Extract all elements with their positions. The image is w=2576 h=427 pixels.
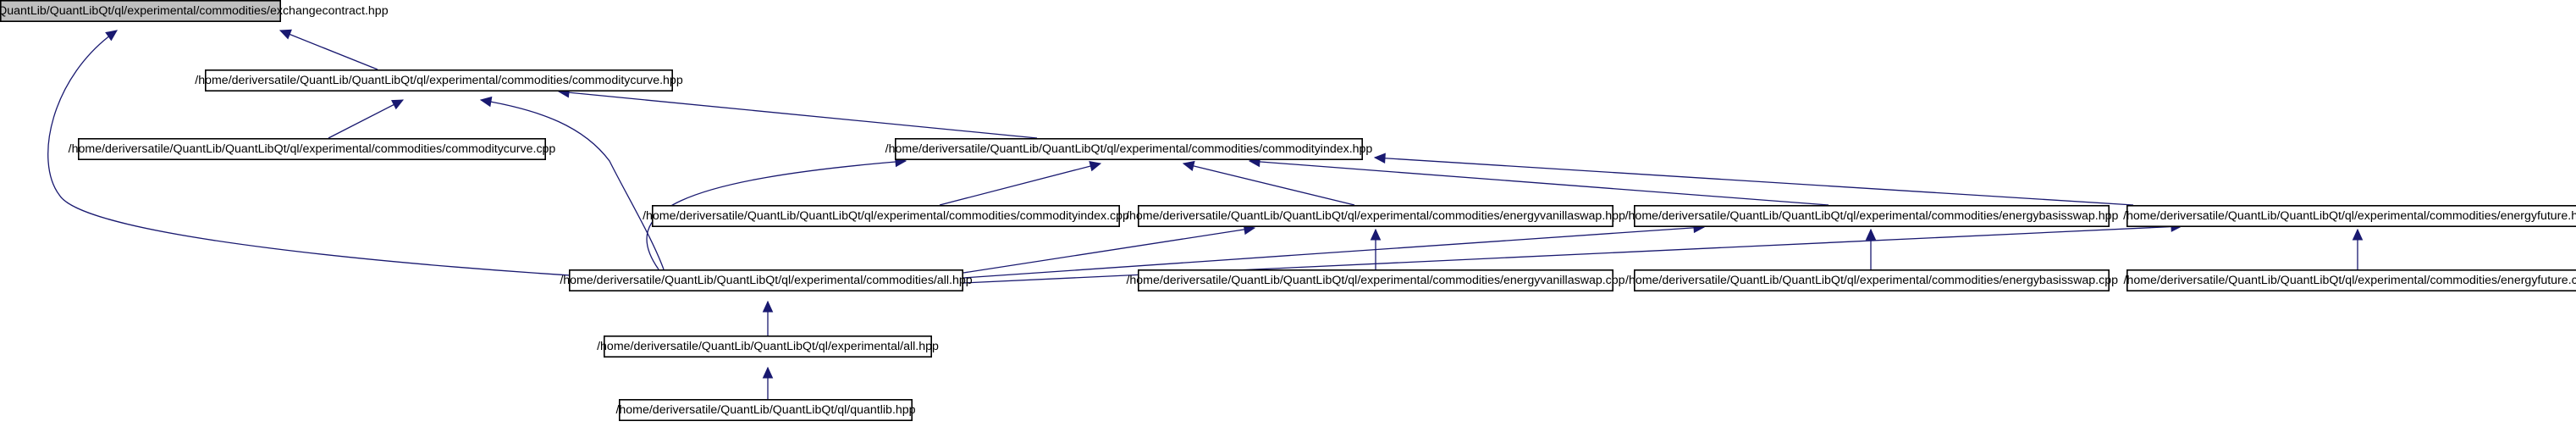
node-label: /home/deriversatile/QuantLib/QuantLibQt/… — [2123, 209, 2576, 223]
edge-energyfuture_hpp-to-commodityindex_hpp — [1373, 152, 2134, 206]
edge-line — [1183, 163, 1355, 206]
node-label: /home/deriversatile/QuantLib/QuantLibQt/… — [69, 142, 556, 156]
edge-line — [1374, 157, 2134, 206]
arrowhead — [762, 300, 774, 313]
node-label: /home/deriversatile/QuantLib/QuantLibQt/… — [1126, 209, 1625, 223]
node-label: /home/deriversatile/QuantLib/QuantLibQt/… — [597, 340, 939, 353]
arrowhead — [2352, 228, 2364, 241]
node-label: /home/deriversatile/QuantLib/QuantLibQt/… — [560, 274, 972, 287]
node-label: /home/deriversatile/QuantLib/QuantLibQt/… — [885, 142, 1373, 156]
node-box[interactable] — [651, 205, 1121, 228]
node-label: /home/deriversatile/QuantLib/QuantLibQt/… — [1126, 274, 1624, 287]
node-energyfuture-cpp[interactable]: /home/deriversatile/QuantLib/QuantLibQt/… — [2123, 269, 2576, 291]
edge-line — [963, 226, 1705, 279]
arrowhead — [1089, 161, 1102, 172]
arrowhead — [1182, 160, 1195, 172]
node-experimental-all-hpp[interactable]: /home/deriversatile/QuantLib/QuantLibQt/… — [597, 335, 939, 358]
edge-line — [1249, 160, 1829, 206]
node-energyvanillaswap-cpp[interactable]: /home/deriversatile/QuantLib/QuantLibQt/… — [1126, 269, 1625, 291]
edge-quantlib_hpp-to-experimental_all_hpp — [762, 366, 774, 399]
node-commodityindex-cpp[interactable]: /home/deriversatile/QuantLib/QuantLibQt/… — [643, 205, 1129, 228]
arrowhead — [391, 99, 405, 110]
arrowhead — [105, 30, 118, 42]
node-box[interactable] — [78, 138, 547, 161]
node-box[interactable] — [1634, 269, 2110, 291]
edge-commodities_all_hpp-to-energyvanillaswap_hpp — [963, 224, 1256, 274]
edge-line — [963, 227, 1255, 274]
node-box[interactable] — [618, 398, 913, 421]
arrowhead — [762, 366, 774, 379]
edge-line — [558, 91, 1038, 139]
edge-layer — [47, 29, 2364, 399]
edge-commoditycurve_hpp-to-exchangecontract_hpp — [279, 29, 378, 70]
node-energyvanillaswap-hpp[interactable]: /home/deriversatile/QuantLib/QuantLibQt/… — [1126, 205, 1625, 228]
arrowhead — [1373, 152, 1386, 164]
arrowhead — [279, 29, 292, 40]
node-box[interactable] — [603, 335, 932, 358]
arrowhead — [1865, 228, 1877, 241]
node-box[interactable] — [205, 69, 674, 92]
node-box[interactable] — [2126, 269, 2576, 291]
node-label: /home/deriversatile/QuantLib/QuantLibQt/… — [615, 403, 915, 417]
node-label: /home/deriversatile/QuantLib/QuantLibQt/… — [1625, 274, 2118, 287]
node-box[interactable] — [0, 0, 281, 22]
node-box[interactable] — [1138, 269, 1614, 291]
edge-energyvanillaswap_hpp-to-commodityindex_hpp — [1182, 160, 1355, 206]
edge-line — [328, 99, 404, 139]
edge-line — [47, 30, 643, 280]
arrowhead — [479, 96, 493, 108]
node-label: /home/deriversatile/QuantLib/QuantLibQt/… — [0, 4, 389, 18]
node-energybasisswap-hpp[interactable]: /home/deriversatile/QuantLib/QuantLibQt/… — [1625, 205, 2119, 228]
edge-energyfuture_cpp-to-energyfuture_hpp — [2352, 228, 2364, 269]
node-label: /home/deriversatile/QuantLib/QuantLibQt/… — [643, 209, 1129, 223]
edge-energybasisswap_cpp-to-energybasisswap_hpp — [1865, 228, 1877, 269]
edge-experimental_all_hpp-to-commodities_all_hpp — [762, 300, 774, 336]
node-commodities-all-hpp[interactable]: /home/deriversatile/QuantLib/QuantLibQt/… — [560, 269, 973, 291]
edge-commodities_all_hpp-to-exchangecontract_hpp — [47, 30, 643, 280]
edge-commodityindex_cpp-to-commodityindex_hpp — [939, 161, 1102, 206]
node-quantlib-hpp[interactable]: /home/deriversatile/QuantLib/QuantLibQt/… — [615, 398, 916, 421]
node-box[interactable] — [568, 269, 963, 291]
node-label: /home/deriversatile/QuantLib/QuantLibQt/… — [195, 74, 683, 87]
node-box[interactable] — [895, 138, 1364, 161]
node-label: /home/deriversatile/QuantLib/QuantLibQt/… — [2123, 274, 2576, 287]
edge-commoditycurve_cpp-to-commoditycurve_hpp — [328, 99, 405, 139]
node-exchangecontract-hpp[interactable]: /home/deriversatile/QuantLib/QuantLibQt/… — [0, 0, 389, 22]
node-commoditycurve-hpp[interactable]: /home/deriversatile/QuantLib/QuantLibQt/… — [195, 69, 683, 92]
edge-line — [646, 160, 907, 270]
edge-commodities_all_hpp-to-commoditycurve_hpp — [479, 96, 665, 270]
arrowhead — [1370, 228, 1382, 241]
edge-commodityindex_hpp-to-commoditycurve_hpp — [557, 86, 1038, 139]
node-energybasisswap-cpp[interactable]: /home/deriversatile/QuantLib/QuantLibQt/… — [1625, 269, 2118, 291]
node-commoditycurve-cpp[interactable]: /home/deriversatile/QuantLib/QuantLibQt/… — [69, 138, 556, 161]
node-commodityindex-hpp[interactable]: /home/deriversatile/QuantLib/QuantLibQt/… — [885, 138, 1373, 161]
edge-line — [279, 30, 378, 70]
node-energyfuture-hpp[interactable]: /home/deriversatile/QuantLib/QuantLibQt/… — [2123, 205, 2576, 228]
node-box[interactable] — [1138, 205, 1614, 228]
node-label: /home/deriversatile/QuantLib/QuantLibQt/… — [1625, 209, 2119, 223]
node-box[interactable] — [1634, 205, 2110, 228]
edge-line — [939, 163, 1101, 206]
node-box[interactable] — [2126, 205, 2576, 228]
edge-line — [480, 99, 665, 270]
